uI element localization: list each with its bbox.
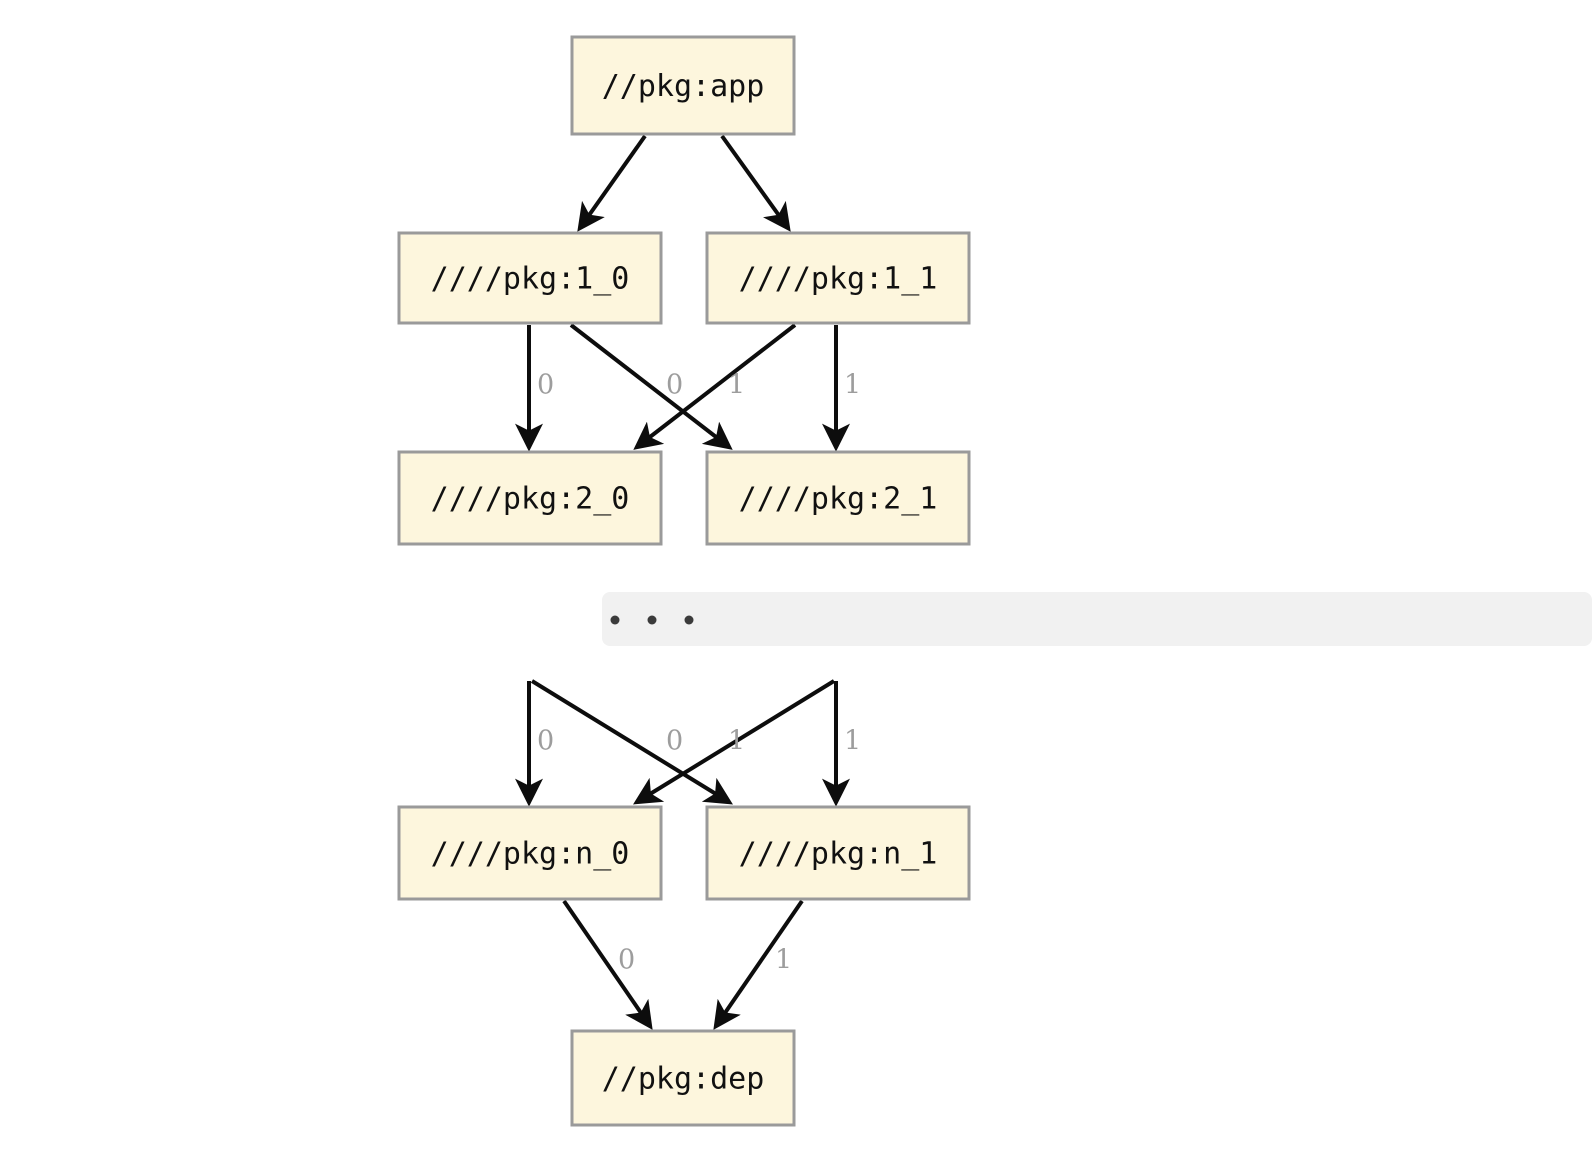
ellipsis-dot [610, 615, 620, 625]
graph-node-2_0[interactable]: ////pkg:2_0 [397, 450, 663, 546]
graph-edge [713, 899, 804, 1030]
graph-node-1_1[interactable]: ////pkg:1_1 [705, 231, 971, 325]
edge-label: 1 [728, 726, 745, 757]
graph-node-1_0[interactable]: ////pkg:1_0 [397, 231, 663, 325]
node-label: ////pkg:2_0 [431, 482, 630, 517]
nodes-layer: //pkg:app ////pkg:1_0 ////pkg:1_1 ////pkg:2… [397, 35, 971, 1127]
graph-node-2_1[interactable]: ////pkg:2_1 [705, 450, 971, 546]
edge-label: 0 [537, 726, 554, 757]
edge-label: 1 [728, 370, 745, 401]
node-box[interactable] [705, 450, 971, 546]
graph-node-n_1[interactable]: ////pkg:n_1 [705, 805, 971, 901]
node-box[interactable] [705, 231, 971, 325]
edge-label: 0 [666, 726, 683, 757]
graph-edge [633, 323, 797, 450]
edge-label: 0 [537, 370, 554, 401]
ellipsis-dot [647, 615, 657, 625]
ellipsis-banner [602, 592, 1592, 646]
node-label: ////pkg:1_0 [431, 262, 630, 297]
node-label: ////pkg:n_1 [739, 837, 938, 872]
ellipsis-dot [684, 615, 694, 625]
graph-edge [530, 679, 733, 805]
graph-node-dep[interactable]: //pkg:dep [570, 1029, 796, 1127]
node-label: ////pkg:1_1 [739, 262, 938, 297]
graph-edge [569, 323, 733, 450]
graph-edge [577, 134, 647, 232]
node-box[interactable] [570, 35, 796, 136]
node-box[interactable] [397, 450, 663, 546]
node-label: //pkg:app [602, 69, 765, 104]
graph-node-n_0[interactable]: ////pkg:n_0 [397, 805, 663, 901]
node-label: ////pkg:n_0 [431, 837, 630, 872]
graph-edge [633, 679, 836, 805]
edge-label: 1 [844, 726, 861, 757]
node-box[interactable] [705, 805, 971, 901]
edge-label: 1 [775, 945, 792, 976]
edges-layer [515, 134, 850, 1030]
node-box[interactable] [570, 1029, 796, 1127]
node-label: ////pkg:2_1 [739, 482, 938, 517]
edge-labels-layer: 0 0 1 1 0 0 1 1 0 1 [537, 370, 861, 976]
graph-edge [720, 134, 791, 232]
edge-label: 1 [844, 370, 861, 401]
edge-label: 0 [666, 370, 683, 401]
node-label: //pkg:dep [602, 1062, 765, 1097]
edge-label: 0 [618, 945, 635, 976]
graph-edge [562, 899, 653, 1030]
node-box[interactable] [397, 805, 663, 901]
ellipsis-banner-layer [602, 592, 1592, 646]
graph-node-app[interactable]: //pkg:app [570, 35, 796, 136]
node-box[interactable] [397, 231, 663, 325]
